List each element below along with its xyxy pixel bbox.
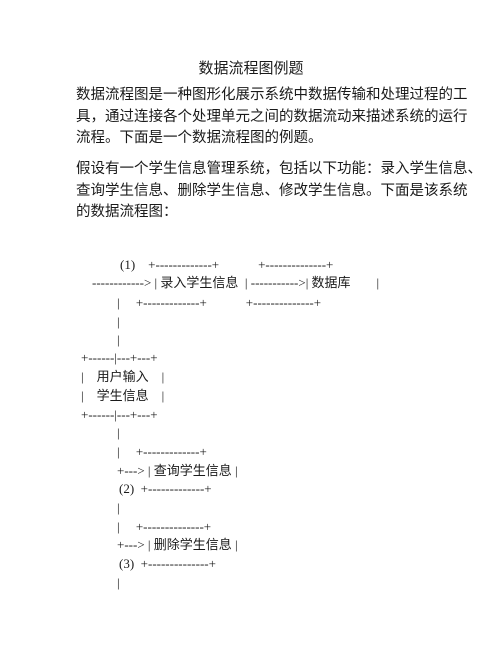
scenario-line-2: 查询学生信息、删除学生信息、修改学生信息。下面是该系统 [76, 182, 468, 199]
diagram-line: | [117, 332, 120, 347]
diagram-line: | [117, 500, 120, 515]
diagram-line: | +-------------+ [117, 444, 207, 459]
diagram-line: +------|---+---+ [81, 350, 158, 365]
diagram-line: (2) +-------------+ [119, 481, 212, 496]
diagram-line: | 学生信息 | [81, 388, 165, 403]
diagram-line: | [117, 575, 120, 590]
scenario-paragraph: 假设有一个学生信息管理系统，包括以下功能：录入学生信息、 查询学生信息、删除学生… [76, 159, 482, 224]
diagram-line: +---> | 删除学生信息 | [117, 537, 238, 552]
diagram-line: +------|---+---+ [81, 407, 158, 422]
diagram-line: | 用户输入 | [81, 369, 165, 384]
scenario-line-3: 的数据流程图： [76, 204, 178, 220]
intro-line-2: 具，通过连接各个处理单元之间的数据流动来描述系统的运行 [76, 108, 468, 125]
diagram-line: | [117, 425, 120, 440]
diagram-line: | +-------------+ +--------------+ [117, 295, 322, 310]
diagram-line: (1) +-------------+ +--------------+ [120, 257, 334, 272]
diagram-line: | [117, 314, 120, 329]
intro-paragraph: 数据流程图是一种图形化展示系统中数据传输和处理过程的工 具，通过连接各个处理单元… [76, 85, 468, 150]
diagram-line: +---> | 查询学生信息 | [117, 463, 238, 478]
intro-line-1: 数据流程图是一种图形化展示系统中数据传输和处理过程的工 [76, 87, 468, 103]
scenario-line-1: 假设有一个学生信息管理系统，包括以下功能：录入学生信息、 [76, 161, 482, 177]
intro-line-3: 流程。下面是一个数据流程图的例题。 [76, 130, 323, 146]
diagram-line: | +--------------+ [117, 519, 212, 534]
diagram-line: ------------> | 录入学生信息 | ----------->| 数… [92, 275, 380, 290]
diagram-line: (3) +--------------+ [119, 556, 216, 571]
document-title: 数据流程图例题 [198, 59, 304, 77]
